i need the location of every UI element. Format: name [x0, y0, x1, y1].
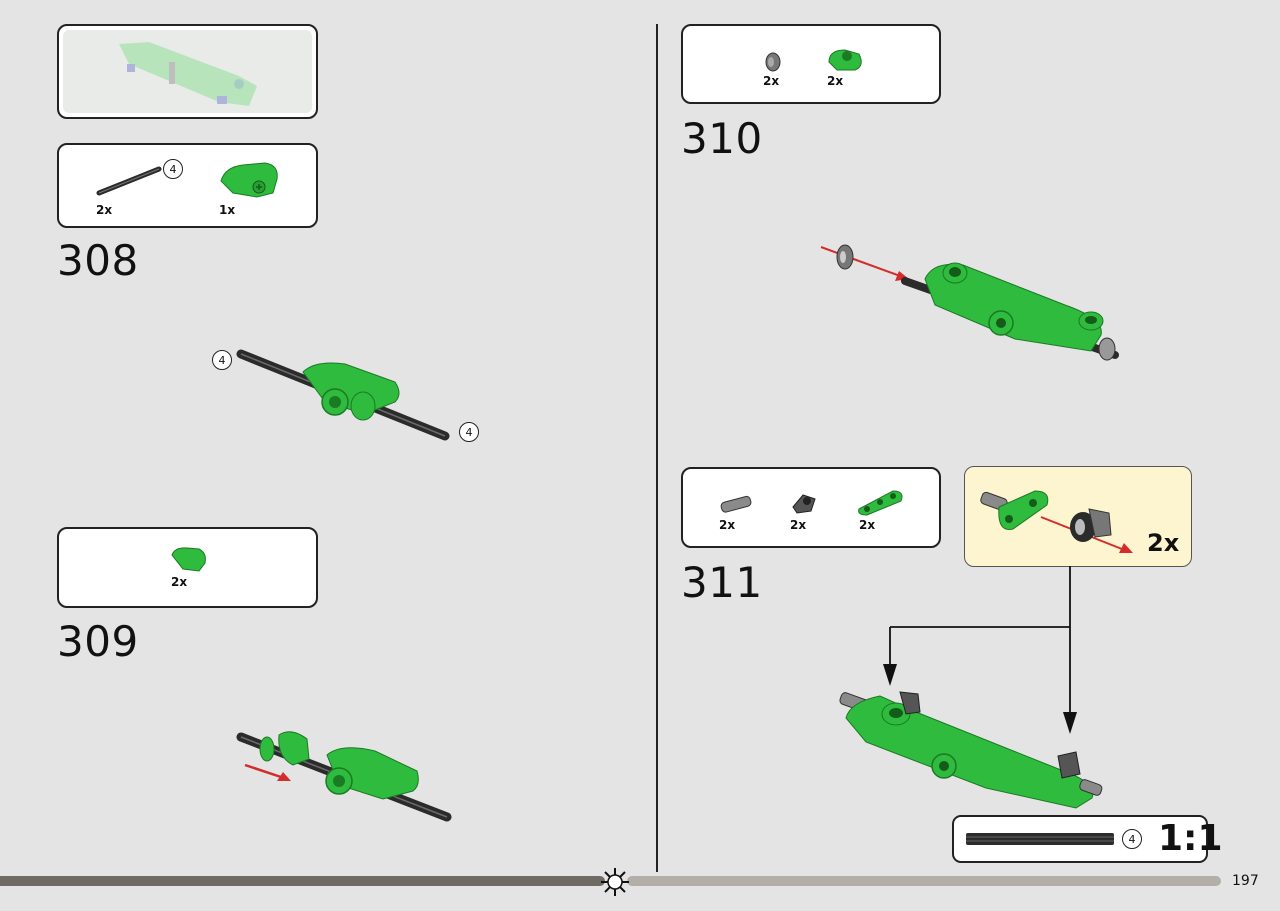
step-number: 309	[57, 617, 139, 666]
pin-part-image	[720, 495, 752, 513]
step-310-parts-box: 2x 2x	[681, 24, 941, 104]
previous-assembly-preview	[57, 24, 318, 119]
step-309-assembly-image	[236, 731, 452, 822]
axle-part-image	[96, 166, 162, 196]
ghost-assembly-image	[119, 42, 257, 106]
progress-bar-completed	[0, 876, 605, 886]
dark-connector-part-image	[792, 494, 816, 514]
sub-assembly-callout: 2x	[964, 466, 1192, 567]
green-panel-part-image	[171, 547, 206, 572]
step-311-assembly-image	[839, 691, 1103, 809]
step-number: 310	[681, 114, 763, 163]
axle-length-callout: 4	[212, 350, 232, 370]
step-number: 308	[57, 236, 139, 285]
axle-length-callout: 4	[459, 422, 479, 442]
green-panel-part-image	[220, 162, 278, 198]
axle-scale-image	[966, 833, 1114, 845]
step-309-parts-box: 2x	[57, 527, 318, 608]
part-quantity: 2x	[859, 518, 876, 532]
part-quantity: 2x	[96, 203, 113, 217]
page-number: 197	[1232, 873, 1259, 889]
page-divider	[656, 24, 658, 872]
part-length-indicator: 4	[163, 159, 183, 179]
sun-icon	[601, 868, 629, 896]
part-quantity: 1x	[219, 203, 236, 217]
scale-length-indicator: 4	[1122, 829, 1142, 849]
part-quantity: 2x	[719, 518, 736, 532]
scale-label: 1:1	[1158, 818, 1223, 859]
callout-connector-arrows	[883, 566, 1077, 734]
part-quantity: 2x	[790, 518, 807, 532]
part-quantity: 2x	[827, 74, 844, 88]
step-311-parts-box: 2x 2x 2x	[681, 467, 941, 548]
step-308-assembly-image	[236, 349, 450, 441]
progress-bar-remaining	[627, 876, 1221, 886]
green-connector-part-image	[828, 49, 862, 71]
bushing-part-image	[765, 52, 781, 72]
step-310-assembly-image	[820, 244, 1119, 361]
sub-assembly-multiplier: 2x	[1147, 529, 1180, 557]
step-number: 311	[681, 558, 763, 607]
part-quantity: 2x	[171, 575, 188, 589]
scale-ruler-box: 4	[952, 815, 1208, 863]
part-quantity: 2x	[763, 74, 780, 88]
sub-assembly-image	[980, 490, 1133, 553]
step-308-parts-box: 4 2x 1x	[57, 143, 318, 228]
green-beam-part-image	[858, 490, 903, 516]
